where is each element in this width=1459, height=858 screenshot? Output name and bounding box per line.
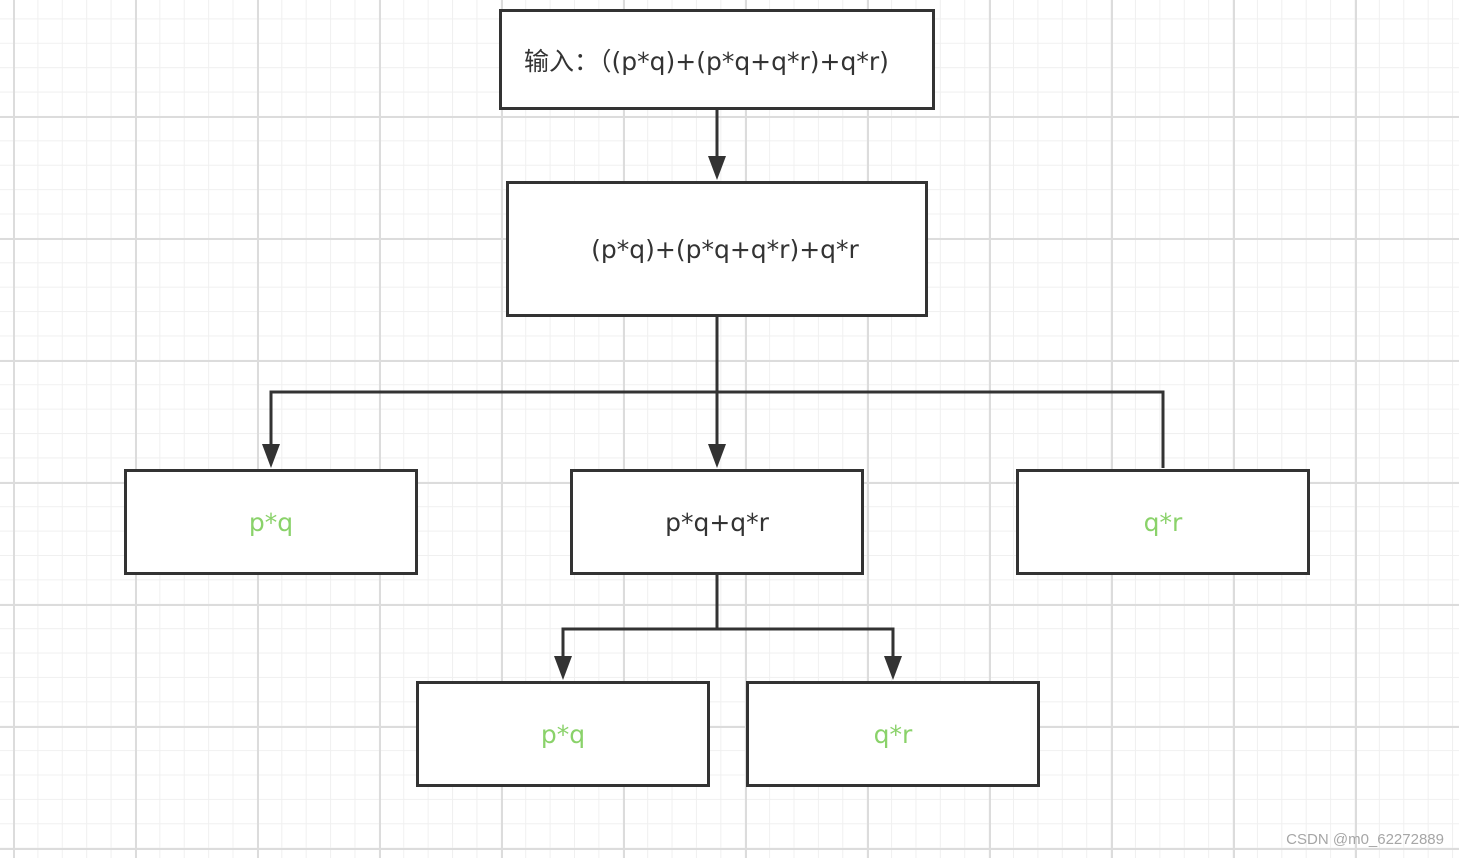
node-middle-label: p*q+q*r — [665, 507, 769, 537]
node-right[interactable]: q*r — [1016, 469, 1310, 575]
node-right-label: q*r — [1143, 507, 1183, 537]
node-input[interactable]: 输入：（(p*q)+(p*q+q*r)+q*r) — [499, 9, 935, 110]
node-level1[interactable]: (p*q)+(p*q+q*r)+q*r — [506, 181, 928, 317]
node-left-label: p*q — [248, 507, 294, 537]
edge-middle-to-middle-left — [561, 627, 717, 670]
node-input-label: 输入：（(p*q)+(p*q+q*r)+q*r) — [524, 46, 889, 76]
edge-level1-to-left — [269, 390, 717, 458]
node-level1-label: (p*q)+(p*q+q*r)+q*r — [591, 234, 859, 264]
node-middle-right-label: q*r — [873, 719, 913, 749]
node-left[interactable]: p*q — [124, 469, 418, 575]
node-middle-right[interactable]: q*r — [746, 681, 1040, 787]
watermark: CSDN @m0_62272889 — [1286, 831, 1444, 848]
arrowhead-middle-right — [884, 656, 902, 680]
node-middle-left[interactable]: p*q — [416, 681, 710, 787]
edge-level1-to-right — [717, 390, 1165, 468]
arrowhead-left — [262, 444, 280, 468]
edge-middle-to-middle-right — [717, 627, 895, 670]
arrowhead-level1 — [708, 156, 726, 180]
arrowhead-middle — [708, 444, 726, 468]
node-middle-left-label: p*q — [540, 719, 586, 749]
node-middle[interactable]: p*q+q*r — [570, 469, 864, 575]
arrowhead-middle-left — [554, 656, 572, 680]
